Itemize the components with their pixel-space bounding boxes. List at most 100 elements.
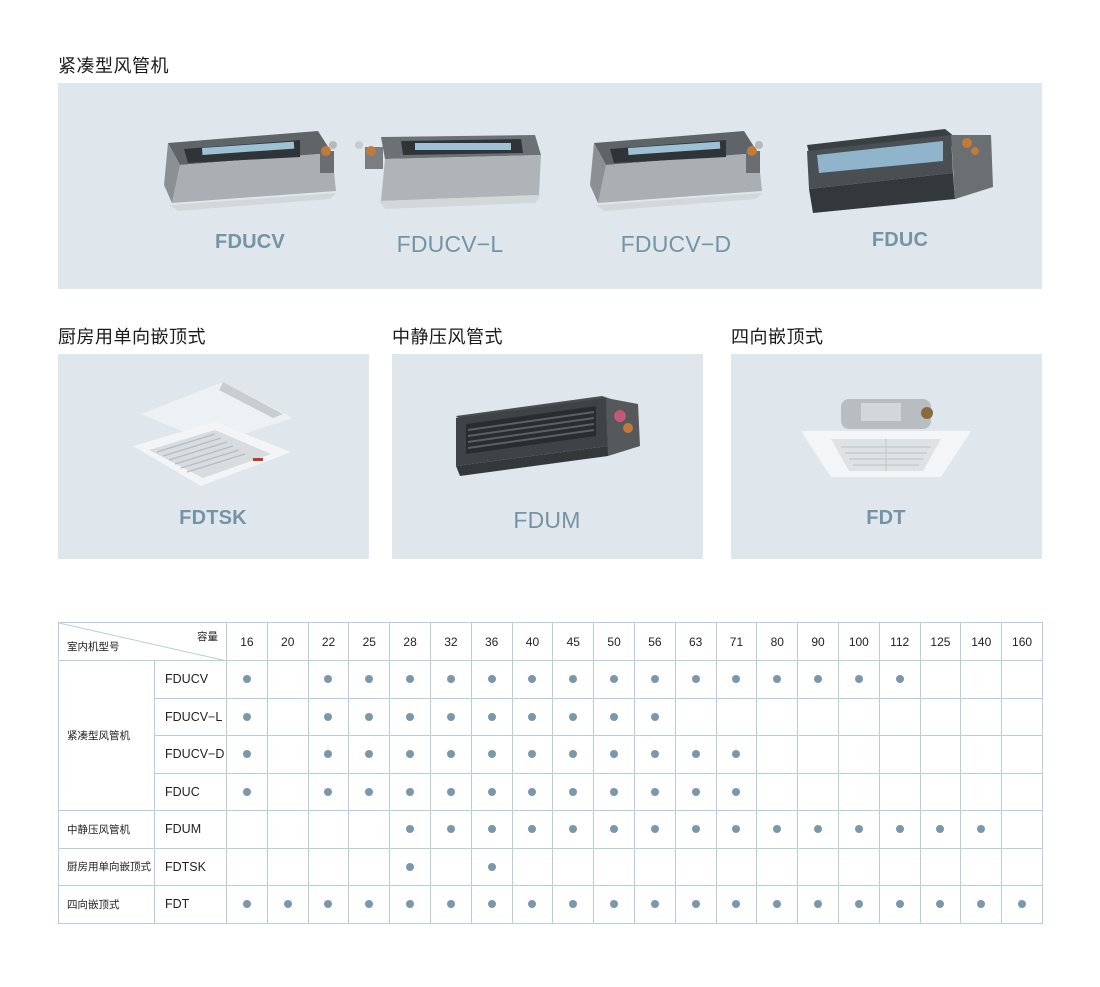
- capacity-cell: [633, 772, 676, 811]
- product-fduc[interactable]: FDUC: [790, 121, 1010, 252]
- product-fducv-l[interactable]: FDUCV−L: [340, 123, 560, 258]
- capacity-cell: [756, 810, 799, 849]
- product-fdt[interactable]: FDT: [776, 389, 996, 530]
- availability-dot: [324, 675, 333, 684]
- capacity-cell: [715, 735, 758, 774]
- availability-dot: [528, 675, 537, 684]
- capacity-col-32: 32: [429, 622, 472, 661]
- availability-dot: [895, 900, 904, 909]
- availability-dot: [814, 900, 823, 909]
- capacity-cell: [1001, 660, 1043, 699]
- capacity-cell: [715, 660, 758, 699]
- section-title-fourway: 四向嵌顶式: [731, 327, 824, 348]
- availability-dot: [569, 712, 578, 721]
- capacity-cell: [552, 885, 595, 924]
- availability-dot: [487, 900, 496, 909]
- availability-dot: [487, 787, 496, 796]
- fdtsk-label: FDTSK: [179, 507, 247, 529]
- capacity-cell: [715, 697, 758, 736]
- capacity-cell: [674, 847, 717, 886]
- availability-dot: [365, 712, 374, 721]
- availability-dot: [977, 900, 986, 909]
- capacity-cell: [226, 697, 268, 736]
- availability-dot: [854, 675, 863, 684]
- fdum-label: FDUM: [513, 507, 581, 533]
- availability-dot: [610, 750, 619, 759]
- compact-panel: FDUCV FDUCV−L FDUCV−D: [58, 83, 1042, 289]
- availability-dot: [446, 750, 455, 759]
- capacity-cell: [593, 847, 635, 886]
- section-title-medium: 中静压风管式: [392, 327, 503, 348]
- model-cell: FDUCV−L: [154, 697, 227, 736]
- capacity-cell: [1001, 735, 1043, 774]
- availability-dot: [610, 787, 619, 796]
- capacity-cell: [226, 885, 268, 924]
- capacity-cell: [797, 847, 839, 886]
- capacity-cell: [919, 847, 962, 886]
- product-fdum[interactable]: FDUM: [437, 384, 657, 534]
- availability-dot: [650, 712, 659, 721]
- capacity-cell: [837, 660, 880, 699]
- capacity-cell: [756, 735, 799, 774]
- model-cell: FDUCV−D: [154, 735, 227, 774]
- fducv-l-label: FDUCV−L: [396, 231, 504, 257]
- availability-dot: [936, 825, 945, 834]
- availability-dot: [610, 675, 619, 684]
- capacity-cell: [511, 697, 554, 736]
- capacity-cell: [878, 885, 921, 924]
- group-cell-compact: 紧凑型风管机: [58, 660, 155, 811]
- availability-dot: [691, 787, 700, 796]
- capacity-cell: [919, 772, 962, 811]
- availability-dot: [324, 750, 333, 759]
- capacity-cell: [389, 697, 431, 736]
- fducv-l-unit-image: [355, 135, 541, 209]
- capacity-cell: [470, 810, 513, 849]
- capacity-cell: [715, 810, 758, 849]
- product-fdtsk[interactable]: FDTSK: [103, 374, 323, 530]
- availability-dot: [732, 900, 741, 909]
- availability-dot: [773, 900, 782, 909]
- group-cell-kitchen: 厨房用单向嵌顶式: [58, 847, 155, 886]
- capacity-cell: [429, 660, 472, 699]
- capacity-cell: [593, 735, 635, 774]
- capacity-cell: [837, 847, 880, 886]
- capacity-cell: [226, 847, 268, 886]
- capacity-col-160: 160: [1001, 622, 1043, 661]
- capacity-cell: [1001, 847, 1043, 886]
- capacity-cell: [511, 772, 554, 811]
- availability-dot: [895, 825, 904, 834]
- capacity-cell: [633, 847, 676, 886]
- capacity-cell: [552, 735, 595, 774]
- capacity-col-80: 80: [756, 622, 799, 661]
- capacity-cell: [919, 810, 962, 849]
- capacity-cell: [756, 772, 799, 811]
- capacity-cell: [266, 885, 309, 924]
- capacity-col-22: 22: [307, 622, 350, 661]
- capacity-cell: [960, 697, 1003, 736]
- capacity-cell: [919, 885, 962, 924]
- capacity-cell: [348, 810, 391, 849]
- availability-dot: [569, 675, 578, 684]
- capacity-cell: [633, 660, 676, 699]
- capacity-cell: [307, 772, 350, 811]
- capacity-cell: [960, 885, 1003, 924]
- fourway-panel: FDT: [731, 354, 1042, 559]
- product-fducv-d[interactable]: FDUCV−D: [566, 123, 786, 258]
- availability-dot: [406, 712, 415, 721]
- capacity-cell: [307, 660, 350, 699]
- capacity-cell: [511, 847, 554, 886]
- availability-dot: [773, 825, 782, 834]
- availability-dot: [936, 900, 945, 909]
- table-row: FDUC: [59, 772, 1043, 811]
- availability-dot: [610, 712, 619, 721]
- availability-dot: [487, 675, 496, 684]
- fducv-d-label: FDUCV−D: [620, 231, 732, 257]
- availability-dot: [406, 675, 415, 684]
- capacity-cell: [470, 660, 513, 699]
- capacity-cell: [552, 772, 595, 811]
- product-fducv[interactable]: FDUCV: [140, 123, 360, 254]
- capacity-cell: [715, 847, 758, 886]
- capacity-col-50: 50: [593, 622, 635, 661]
